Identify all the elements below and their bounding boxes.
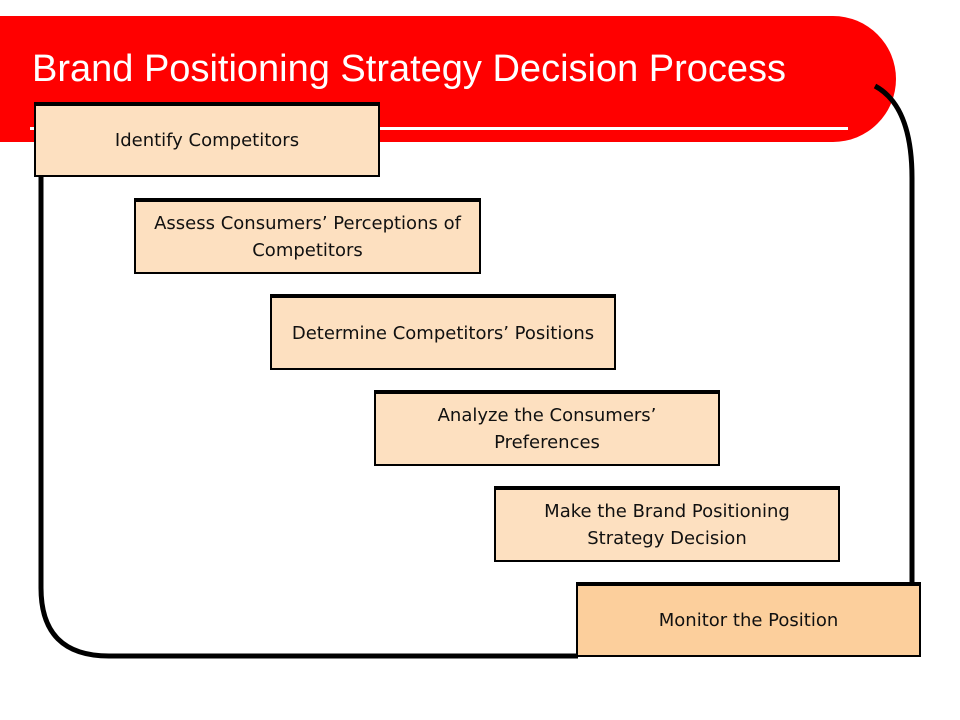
step-monitor-position: Monitor the Position [576,582,921,657]
slide-title: Brand Positioning Strategy Decision Proc… [32,48,787,90]
banner-accent-line [30,127,848,130]
step-label: Analyze the Consumers’ Preferences [437,405,657,453]
step-label: Assess Consumers’ Perceptions of Competi… [154,213,461,261]
step-label: Monitor the Position [658,610,839,631]
step-assess-perceptions: Assess Consumers’ Perceptions of Competi… [134,198,481,274]
step-label: Identify Competitors [114,130,300,151]
process-loop-connector [38,83,915,659]
step-label: Make the Brand Positioning Strategy Deci… [544,501,790,549]
step-label: Determine Competitors’ Positions [291,322,595,344]
step-analyze-preferences: Analyze the Consumers’ Preferences [374,390,720,466]
step-determine-positions: Determine Competitors’ Positions [270,294,616,370]
step-identify-competitors: Identify Competitors [34,102,380,177]
step-make-decision: Make the Brand Positioning Strategy Deci… [494,486,840,562]
